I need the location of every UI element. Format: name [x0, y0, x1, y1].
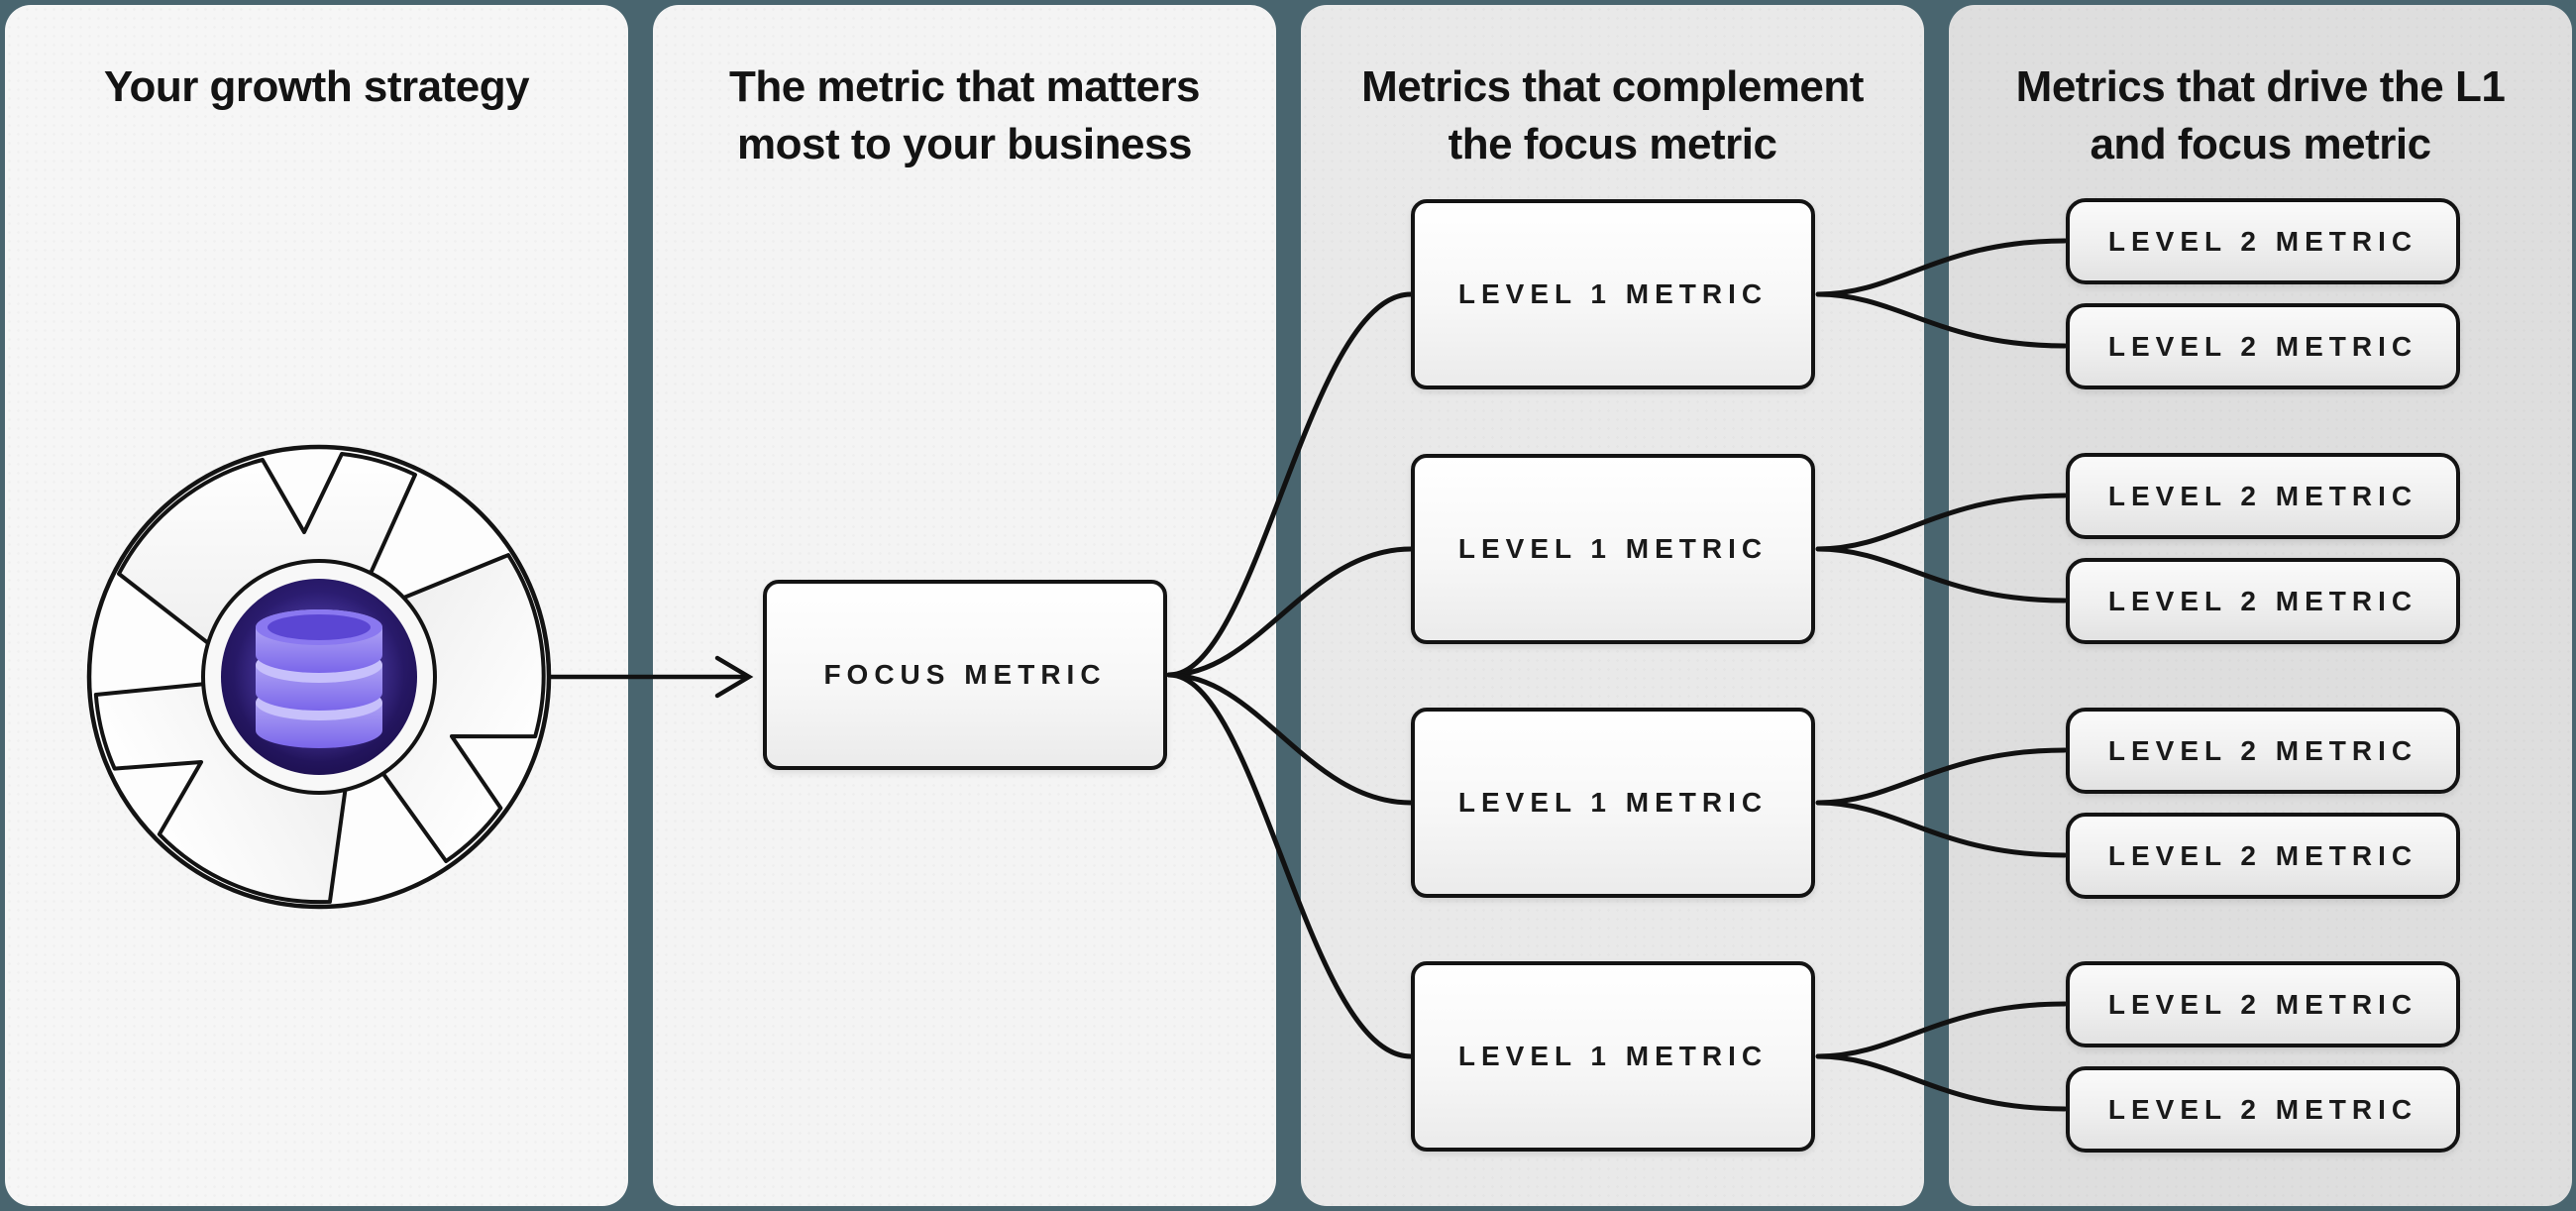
level2-metric-box: LEVEL 2 METRIC: [2066, 198, 2460, 284]
level1-metric-label: LEVEL 1 METRIC: [1457, 787, 1769, 818]
level2-metric-label: LEVEL 2 METRIC: [2107, 734, 2418, 766]
level1-metric-box: LEVEL 1 METRIC: [1411, 708, 1815, 898]
level2-metric-box: LEVEL 2 METRIC: [2066, 708, 2460, 794]
level1-metric-label: LEVEL 1 METRIC: [1457, 533, 1769, 564]
level2-metric-label: LEVEL 2 METRIC: [2107, 330, 2418, 362]
level1-metric-label: LEVEL 1 METRIC: [1457, 278, 1769, 309]
level2-metric-box: LEVEL 2 METRIC: [2066, 813, 2460, 899]
level2-metric-label: LEVEL 2 METRIC: [2107, 585, 2418, 616]
level1-metric-box: LEVEL 1 METRIC: [1411, 454, 1815, 644]
level2-metric-box: LEVEL 2 METRIC: [2066, 961, 2460, 1047]
arrow-icon: [548, 655, 754, 699]
level2-metric-label: LEVEL 2 METRIC: [2107, 839, 2418, 871]
level2-metric-box: LEVEL 2 METRIC: [2066, 558, 2460, 644]
panel-title-line: the focus metric: [1448, 120, 1777, 169]
level1-metric-box: LEVEL 1 METRIC: [1411, 199, 1815, 389]
level1-metric-label: LEVEL 1 METRIC: [1457, 1041, 1769, 1071]
level2-metric-label: LEVEL 2 METRIC: [2107, 225, 2418, 257]
panel-title-line: most to your business: [737, 120, 1192, 169]
flywheel-icon: [75, 444, 614, 964]
panel-title: Your growth strategy: [5, 58, 628, 116]
panel-title-line: The metric that matters: [728, 62, 1201, 111]
panel-title: The metric that matters most to your bus…: [653, 58, 1276, 173]
level2-metric-box: LEVEL 2 METRIC: [2066, 453, 2460, 539]
panel-title-line: Your growth strategy: [103, 62, 530, 111]
focus-metric-box: FOCUS METRIC: [763, 580, 1167, 770]
level2-metric-box: LEVEL 2 METRIC: [2066, 1066, 2460, 1153]
panel-title-line: and focus metric: [2090, 120, 2431, 169]
level2-metric-label: LEVEL 2 METRIC: [2107, 988, 2418, 1020]
panel-title: Metrics that complement the focus metric: [1301, 58, 1924, 173]
panel-title-line: Metrics that complement: [1361, 62, 1864, 111]
focus-metric-label: FOCUS METRIC: [823, 659, 1107, 690]
level1-metric-box: LEVEL 1 METRIC: [1411, 961, 1815, 1152]
panel-title: Metrics that drive the L1 and focus metr…: [1949, 58, 2572, 173]
connector-focus-to-level1: [1166, 291, 1414, 1059]
level2-metric-label: LEVEL 2 METRIC: [2107, 1093, 2418, 1125]
connector-level1-to-level2: [1815, 238, 2068, 1112]
level2-metric-label: LEVEL 2 METRIC: [2107, 480, 2418, 511]
level2-metric-box: LEVEL 2 METRIC: [2066, 303, 2460, 389]
database-icon: [256, 609, 382, 748]
panel-title-line: Metrics that drive the L1: [2015, 62, 2506, 111]
